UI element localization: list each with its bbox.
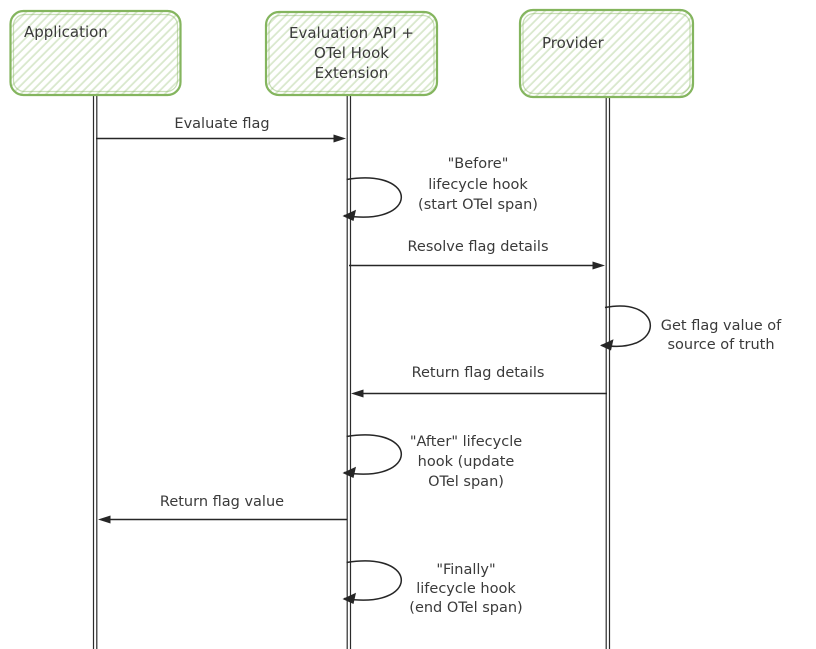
self-loop-curve: [343, 177, 402, 218]
actor-provider-label: Provider: [542, 34, 605, 52]
actor-evaluation-api-box-sketch: [268, 14, 435, 93]
lifeline-application: [92, 95, 98, 649]
actor-application: Application: [9, 9, 182, 97]
actor-evaluation-api-label-line3: Extension: [315, 64, 389, 82]
message-finally-hook: "Finally" lifecycle hook (end OTel span): [342, 560, 523, 616]
actor-provider-box: [518, 8, 695, 99]
message-label: Return flag details: [412, 365, 545, 381]
arrowhead-left-icon: [342, 592, 356, 604]
message-label-line2: source of truth: [667, 337, 774, 353]
message-label: Return flag value: [160, 494, 284, 510]
message-return-flag-value: Return flag value: [98, 494, 347, 524]
lifeline-provider: [605, 97, 611, 649]
actor-evaluation-api-label-line2: OTel Hook: [314, 44, 389, 62]
self-loop-curve: [601, 305, 652, 348]
message-label-line3: (start OTel span): [418, 197, 538, 213]
message-before-hook: "Before" lifecycle hook (start OTel span…: [342, 156, 538, 221]
arrowhead-left-icon: [600, 339, 614, 351]
message-label-line2: hook (update: [418, 454, 515, 470]
actor-application-box: [9, 9, 182, 97]
arrowhead-left-icon: [351, 389, 364, 398]
actor-evaluation-api-label-line1: Evaluation API +: [289, 24, 414, 42]
self-loop-curve: [343, 560, 402, 601]
arrowhead-left-icon: [342, 209, 356, 221]
message-return-flag-details: Return flag details: [351, 365, 607, 398]
message-label-line2: lifecycle hook: [416, 581, 516, 597]
arrowhead-right-icon: [592, 261, 605, 270]
message-label-line3: OTel span): [428, 474, 504, 490]
message-label-line1: "After" lifecycle: [410, 434, 522, 450]
message-label-line3: (end OTel span): [409, 600, 522, 616]
message-after-hook: "After" lifecycle hook (update OTel span…: [342, 434, 522, 490]
arrowhead-left-icon: [342, 466, 356, 478]
message-label-line1: Get flag value of: [661, 318, 782, 334]
message-evaluate-flag: Evaluate flag: [96, 116, 346, 143]
message-label-line1: "Finally": [436, 562, 495, 578]
actor-evaluation-api: Evaluation API + OTel Hook Extension: [264, 10, 439, 97]
message-label: Evaluate flag: [174, 116, 269, 132]
self-loop-curve: [343, 434, 402, 475]
actor-application-box-sketch: [12, 13, 179, 93]
message-label-line2: lifecycle hook: [428, 177, 528, 193]
arrowhead-right-icon: [333, 134, 346, 143]
message-resolve-flag-details: Resolve flag details: [349, 239, 605, 270]
message-label: Resolve flag details: [407, 239, 548, 255]
actor-evaluation-api-box: [264, 10, 439, 97]
arrowhead-left-icon: [98, 515, 111, 524]
actor-application-label: Application: [24, 23, 108, 41]
message-get-flag-value: Get flag value of source of truth: [600, 305, 782, 353]
actor-provider-box-sketch: [522, 12, 691, 95]
lifeline-evaluation-api: [346, 95, 352, 649]
actor-provider: Provider: [518, 8, 695, 99]
message-label-line1: "Before": [448, 156, 509, 172]
